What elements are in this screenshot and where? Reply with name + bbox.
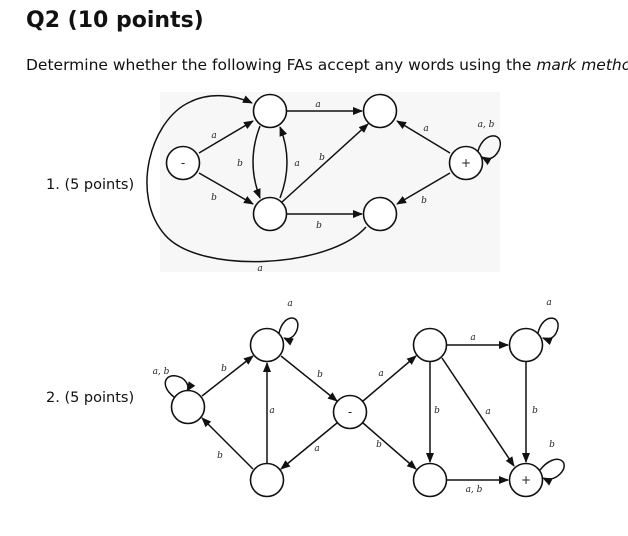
fa2-edge-label: a	[546, 298, 551, 308]
fa1-edge-start-bottomleft	[198, 172, 254, 205]
fa2-state-s_top_left	[249, 327, 285, 363]
fa1-edge-label: a	[257, 264, 262, 274]
fa1-edge-label: a	[423, 124, 428, 134]
fa2-state-s_bottom_mid	[412, 462, 448, 498]
fa2-edge-label: b	[376, 440, 382, 450]
fa1-edge-label: b	[319, 153, 325, 163]
fa2-edge-label: a, b	[466, 485, 483, 495]
fa2-loop-topleft	[278, 317, 299, 346]
fa2-edge-start-bottommid	[362, 422, 417, 470]
fa2-state-s_left	[170, 389, 206, 425]
fa2-loop-topright	[537, 317, 559, 346]
fa2-state-s_final	[508, 462, 544, 498]
part-2-label: 2. (5 points)	[46, 390, 135, 406]
fa2-edge-label: a, b	[153, 367, 170, 377]
fa2-edge-topmid-final	[441, 357, 515, 467]
fa2-state-sign: -	[348, 405, 352, 419]
fa1-state-bottom_left	[252, 196, 288, 232]
fa2-state-sign: +	[521, 473, 531, 487]
fa1-edge-bottomleft-topleft	[279, 126, 288, 199]
fa2-state-s_top_right	[508, 327, 544, 363]
fa1-edge-label: b	[421, 196, 427, 206]
fa2-edge-bottomleft-left	[201, 417, 254, 470]
fa1-diagram: - + a b a b a b a a, b b b a	[146, 93, 502, 274]
fa2-edge-label: b	[217, 451, 223, 461]
fa1-edge-bottomleft-topright	[281, 123, 369, 203]
fa2-edge-start-bottomleft	[280, 422, 338, 470]
fa2-state-s_bottom_left	[249, 462, 285, 498]
fa2-edge-label: a	[485, 407, 490, 417]
fa1-edge-label: b	[237, 159, 243, 169]
fa2-edge-label: a	[314, 444, 319, 454]
fa2-edge-label: a	[287, 299, 292, 309]
fa1-state-sign: -	[181, 156, 185, 170]
instruction-emphasis: mark method	[536, 56, 628, 74]
fa1-edge-start-topleft	[198, 120, 254, 154]
fa1-edge-bottomright-topleft	[146, 94, 367, 263]
fa1-state-top_right	[362, 93, 398, 129]
fa1-edge-topleft-bottomleft	[252, 125, 261, 199]
fa1-state-top_left	[252, 93, 288, 129]
fa1-state-sign: +	[461, 156, 471, 170]
fa2-edge-left-topleft	[201, 355, 254, 397]
fa2-edge-label: b	[221, 364, 227, 374]
fa1-edge-final-bottomright	[396, 172, 451, 205]
fa1-state-start	[165, 145, 201, 181]
fa1-edge-label: a	[315, 100, 320, 110]
fa2-diagram: - + a, b b a a b b a a b a a b a b b a, b	[153, 298, 565, 498]
part-1-label: 1. (5 points)	[46, 177, 135, 193]
question-instruction: Determine whether the following FAs acce…	[26, 56, 628, 74]
fa1-edge-label: a, b	[478, 120, 495, 130]
fa1-edge-label: b	[211, 193, 217, 203]
fa1-edge-label: a	[294, 159, 299, 169]
fa2-edge-label: a	[269, 406, 274, 416]
fa2-edge-label: b	[549, 440, 555, 450]
fa2-state-s_top_mid	[412, 327, 448, 363]
fa2-loop-final	[539, 458, 565, 486]
fa2-edge-start-topmid	[362, 355, 417, 402]
fa1-edge-final-topright	[396, 120, 451, 154]
fa1-state-final	[448, 145, 484, 181]
fa1-state-bottom_right	[362, 196, 398, 232]
question-title: Q2 (10 points)	[26, 8, 204, 33]
fa2-edge-label: b	[434, 406, 440, 416]
fa2-edge-label: b	[317, 370, 323, 380]
fa1-edge-label: a	[211, 131, 216, 141]
fa2-loop-left	[164, 375, 196, 398]
fa2-edge-label: b	[532, 406, 538, 416]
fa2-edge-topleft-start	[280, 355, 338, 402]
instruction-text: Determine whether the following FAs acce…	[26, 56, 537, 74]
fa1-loop-final	[477, 135, 502, 166]
fa2-state-s_start	[332, 394, 368, 430]
fa1-background	[160, 92, 500, 272]
fa2-edge-label: a	[378, 369, 383, 379]
fa2-edge-label: a	[470, 333, 475, 343]
fa1-edge-label: b	[316, 221, 322, 231]
